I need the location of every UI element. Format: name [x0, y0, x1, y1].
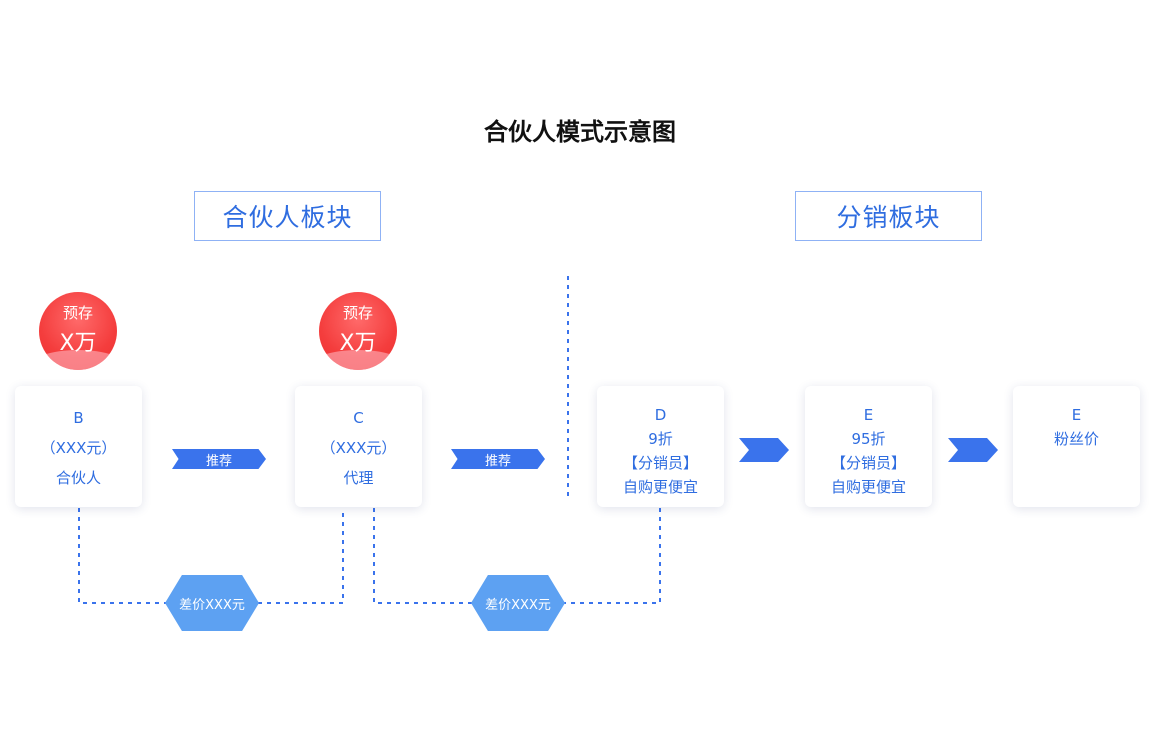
badge-line2: X万 [339, 330, 377, 356]
node-e2-price: 粉丝价 [1053, 430, 1099, 448]
recommend-arrow-1: 推荐 [172, 449, 266, 469]
node-b-role: 合伙人 [55, 469, 101, 487]
diff-line-d [562, 508, 661, 604]
section-distribution: 分销板块 [795, 191, 982, 241]
node-e1-discount: 95折 [851, 430, 886, 448]
node-d-role: 【分销员】 [622, 454, 698, 472]
deposit-badge-c: 预存 X万 [319, 292, 397, 370]
section-partner: 合伙人板块 [194, 191, 381, 241]
badge-line2: X万 [59, 330, 97, 356]
badge-line1: 预存 [62, 303, 93, 322]
node-d-letter: D [654, 406, 667, 424]
diff-line-c-right [373, 508, 476, 604]
diff-badge-1-label: 差价XXX元 [179, 597, 245, 613]
node-c: C （XXX元） 代理 [295, 386, 422, 507]
section-distribution-label: 分销板块 [836, 203, 941, 232]
section-partner-label: 合伙人板块 [222, 203, 353, 232]
node-e1-letter: E [863, 406, 874, 424]
node-e1: E 95折 【分销员】 自购更便宜 [805, 386, 932, 507]
node-d-discount: 9折 [648, 430, 673, 448]
diagram-title: 合伙人模式示意图 [484, 118, 676, 146]
deposit-badge-b: 预存 X万 [39, 292, 117, 370]
node-e1-note: 自购更便宜 [830, 478, 906, 496]
recommend-arrow-1-label: 推荐 [205, 453, 232, 469]
diff-line-c-left [258, 508, 344, 604]
recommend-arrow-2-label: 推荐 [484, 453, 511, 469]
node-e2-letter: E [1071, 406, 1082, 424]
badge-wave [39, 350, 117, 370]
node-c-letter: C [353, 409, 364, 427]
node-b-letter: B [73, 409, 84, 427]
diff-line-b [78, 508, 170, 604]
badge-line1: 预存 [342, 303, 373, 322]
recommend-arrow-2: 推荐 [451, 449, 545, 469]
node-c-role: 代理 [343, 469, 374, 487]
node-e1-role: 【分销员】 [830, 454, 906, 472]
node-c-amount: （XXX元） [320, 439, 397, 457]
diff-badge-1: 差价XXX元 [165, 575, 259, 631]
node-b: B （XXX元） 合伙人 [15, 386, 142, 507]
node-d-note: 自购更便宜 [622, 478, 698, 496]
node-b-amount: （XXX元） [40, 439, 117, 457]
node-d: D 9折 【分销员】 自购更便宜 [597, 386, 724, 507]
badge-wave [319, 350, 397, 370]
diff-badge-2-label: 差价XXX元 [485, 597, 551, 613]
diff-badge-2: 差价XXX元 [471, 575, 565, 631]
node-e2: E 粉丝价 [1013, 386, 1140, 507]
